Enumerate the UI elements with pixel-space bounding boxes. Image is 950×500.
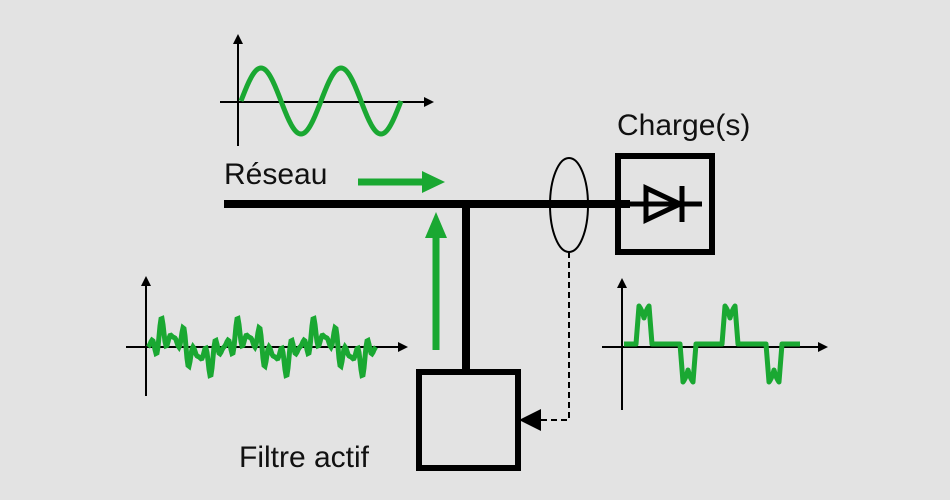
measurement-dashed-line: [536, 252, 570, 421]
pulse-wave: [624, 303, 800, 385]
filter-current-arrow: [425, 212, 447, 350]
load-label: Charge(s): [617, 109, 751, 142]
measurement-arrowhead: [519, 409, 541, 431]
diode-icon: [628, 184, 702, 224]
network-current-arrow: [358, 171, 445, 193]
sine-wave: [238, 65, 404, 137]
network-waveform-plot: [220, 34, 434, 146]
harmonic-wave: [146, 315, 378, 379]
load-box: [615, 153, 715, 255]
active-filter-box: [416, 369, 521, 471]
active-filter-label: Filtre actif: [239, 441, 370, 474]
network-label: Réseau: [224, 158, 328, 191]
filter-waveform-plot: [126, 276, 408, 396]
load-waveform-plot: [602, 278, 828, 410]
